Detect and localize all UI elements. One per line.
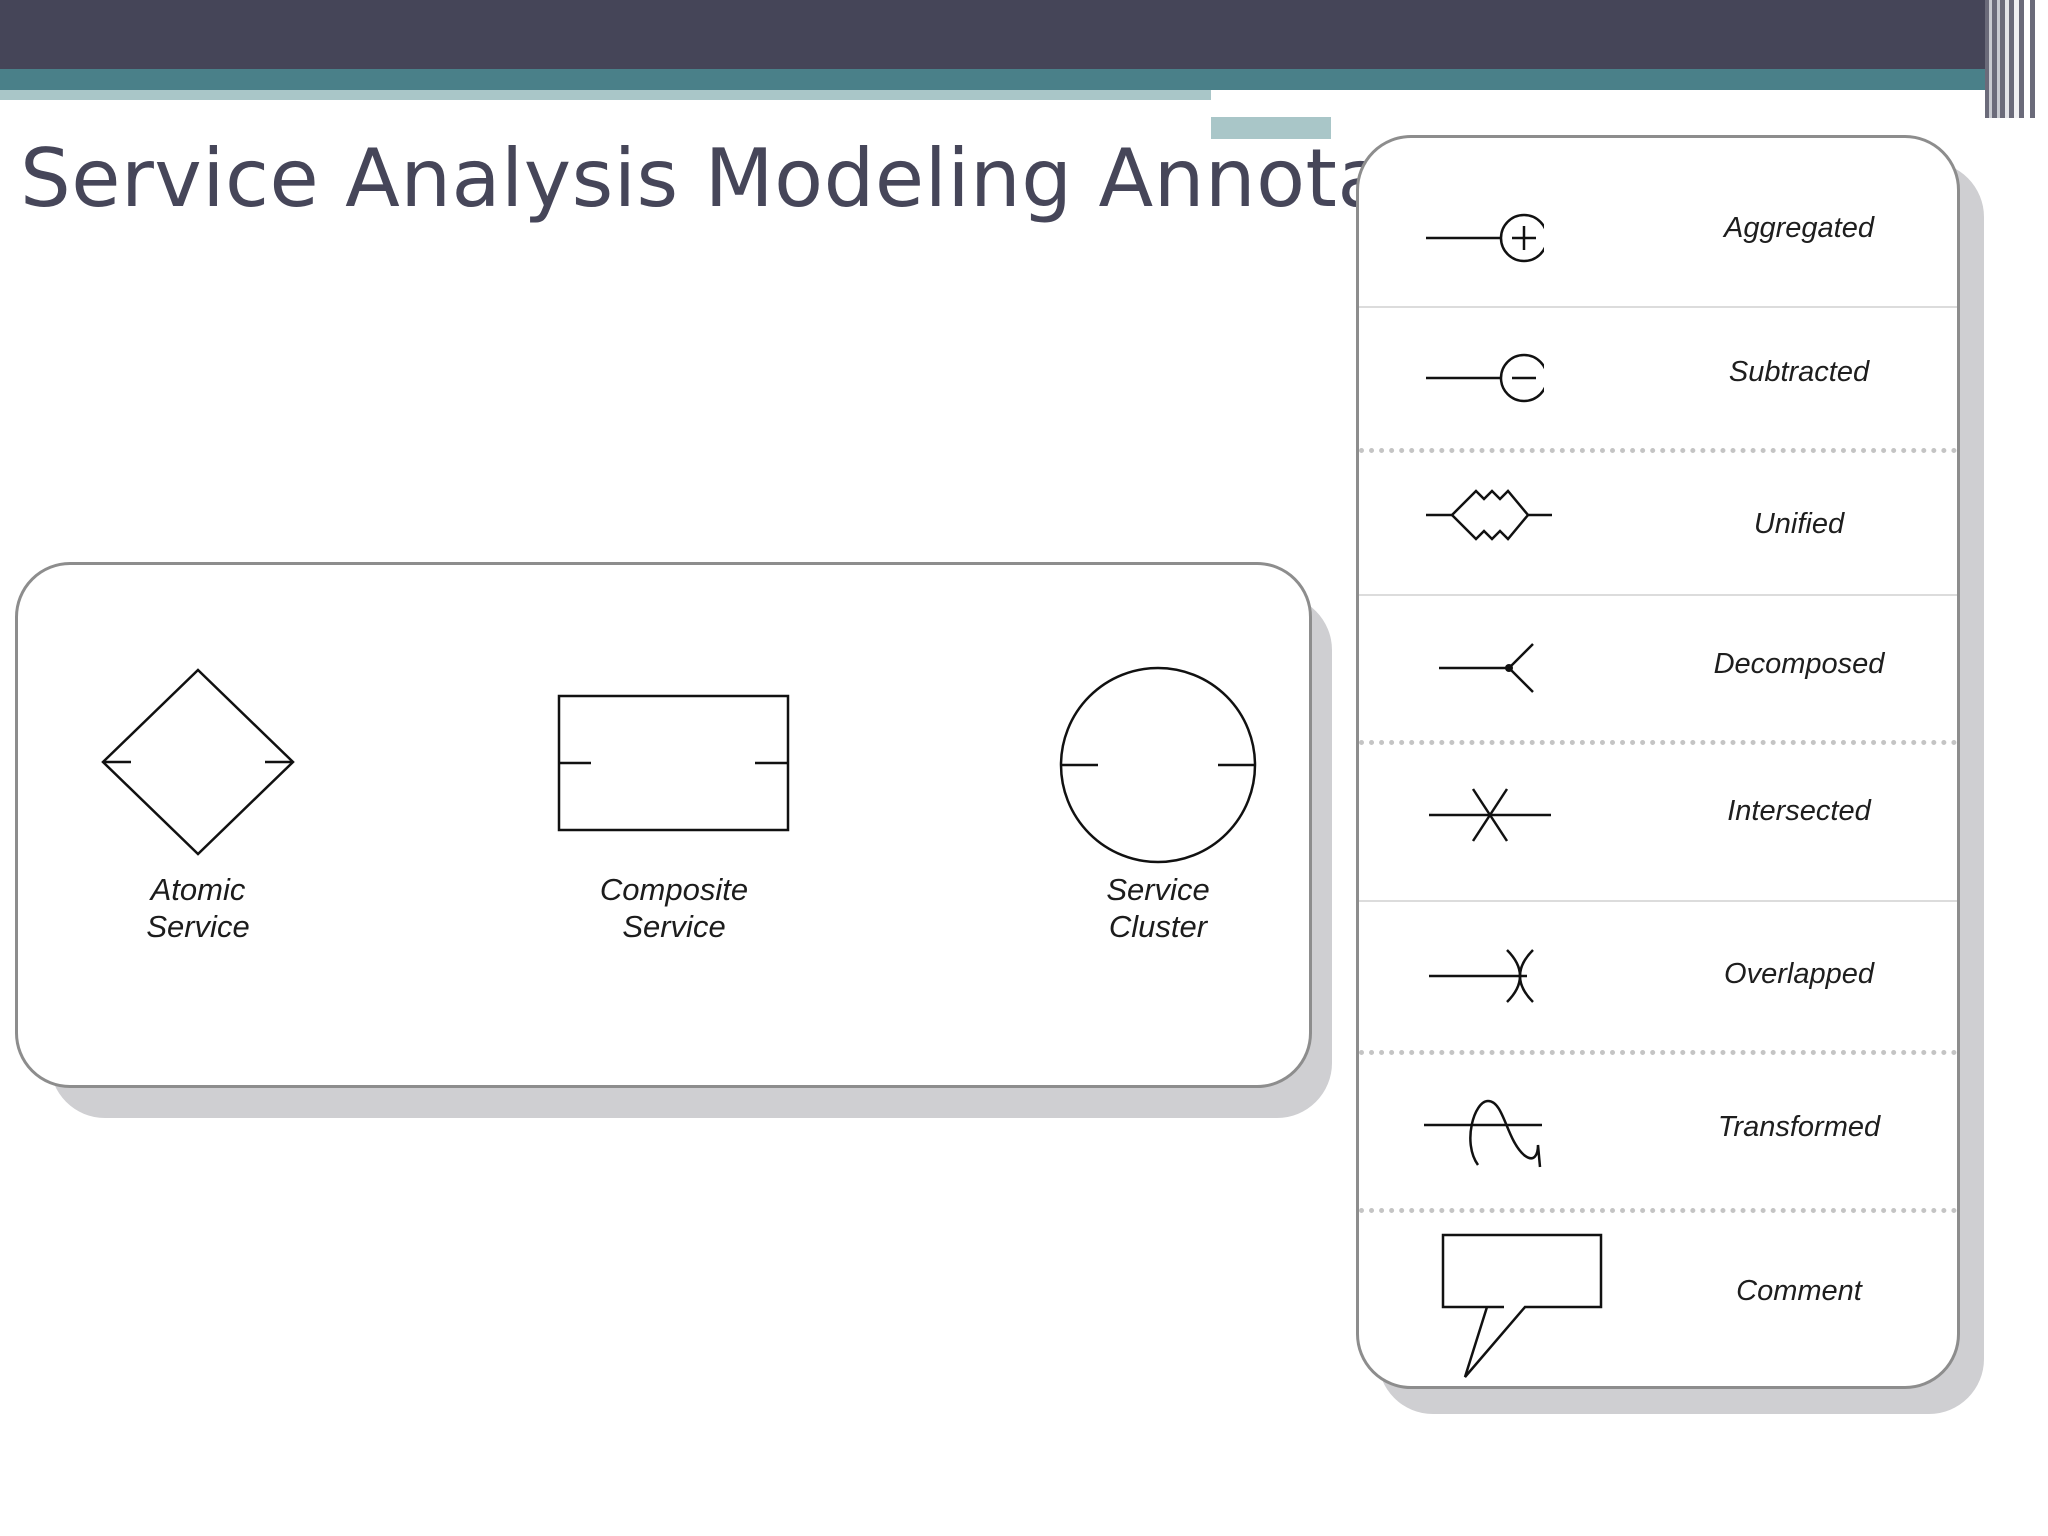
zigzag-diamond-icon [1426,489,1552,541]
annotations-panel [1356,135,1960,1389]
cross-star-icon [1429,788,1551,842]
fork-icon [1439,643,1534,693]
legend-label-comment: Comment [1736,1275,1862,1307]
plus-circle-icon [1426,213,1544,263]
legend-label-aggregated: Aggregated [1724,212,1874,244]
header-bar-teal [0,69,2048,90]
legend-row-comment: Comment [1359,1208,1957,1388]
loop-icon [1424,1099,1542,1168]
legend-label-unified: Unified [1753,508,1845,540]
atomic-service-label-line1: Atomic [150,872,246,907]
header-bar-light [0,90,1211,100]
atomic-service-label-line2: Service [146,909,250,944]
legend-row-subtracted: Subtracted [1359,306,1957,450]
service-cluster-circle-icon [1059,666,1257,864]
legend-label-transformed: Transformed [1717,1111,1881,1143]
legend-row-decomposed: Decomposed [1359,594,1957,742]
atomic-service-label: Atomic Service [78,871,318,945]
composite-service-label: Composite Service [554,871,794,945]
atomic-service-diamond-icon [101,668,295,856]
composite-service-label-line1: Composite [599,872,749,907]
service-cluster-label-line1: Service [1106,872,1210,907]
legend-row-intersected: Intersected [1359,740,1957,905]
page-title: Service Analysis Modeling Annotation [20,132,1543,225]
service-cluster-label-line2: Cluster [1108,909,1208,944]
minus-circle-icon [1426,353,1544,403]
service-cluster-label: Service Cluster [1038,871,1278,945]
legend-row-overlapped: Overlapped [1359,900,1957,1052]
header-bar-white-strip [1211,101,1897,117]
services-panel: Atomic Service Composite Service Service… [15,562,1312,1088]
legend-row-transformed: Transformed [1359,1050,1957,1213]
legend-row-unified: Unified [1359,448,1957,599]
legend-row-aggregated: Aggregated [1359,162,1957,306]
composite-service-rectangle-icon [557,694,790,832]
legend-label-decomposed: Decomposed [1713,648,1885,680]
legend-label-overlapped: Overlapped [1724,958,1874,990]
header-bar-tab [1211,117,1331,139]
corner-stripes [1985,0,2048,118]
composite-service-label-line2: Service [622,909,726,944]
speech-bubble-icon [1441,1233,1603,1378]
header-bar-dark [0,0,2048,69]
legend-label-subtracted: Subtracted [1728,356,1870,388]
crossed-arc-icon [1429,949,1534,1003]
legend-label-intersected: Intersected [1727,795,1871,827]
